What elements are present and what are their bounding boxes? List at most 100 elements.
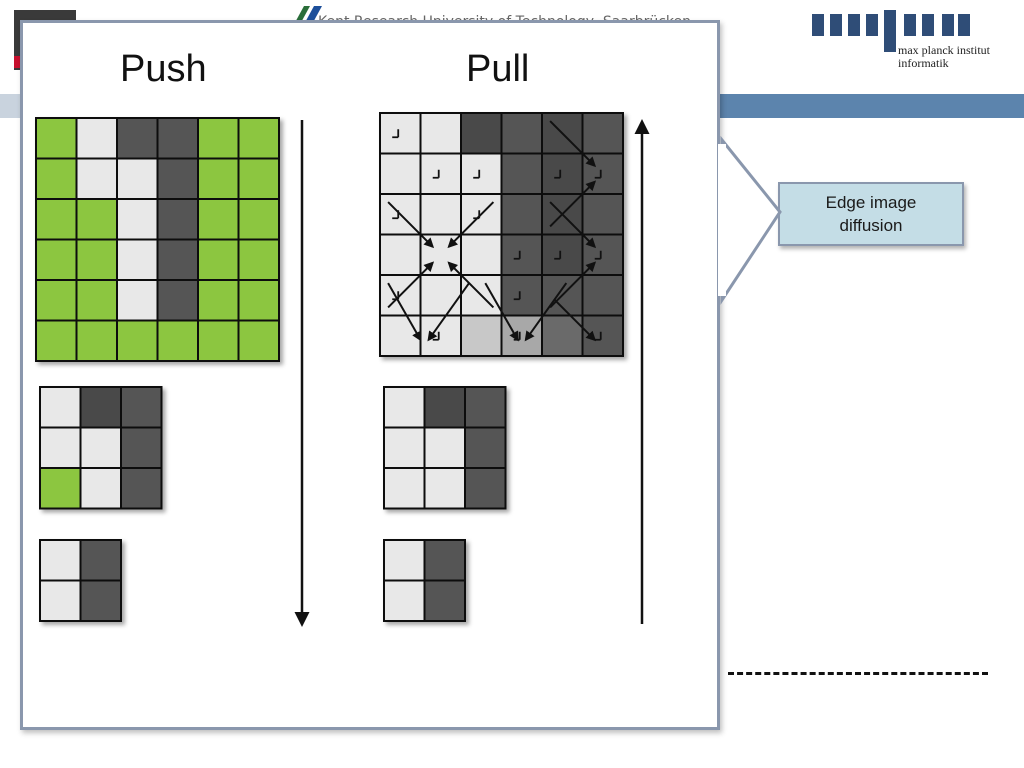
grid-cell bbox=[75, 279, 118, 322]
pull-level1-grid bbox=[383, 386, 507, 510]
grid-cell bbox=[75, 157, 118, 200]
edge-tick bbox=[594, 169, 602, 179]
grid-cell bbox=[460, 152, 503, 195]
diffusion-arrow bbox=[524, 282, 568, 342]
edge-tick bbox=[473, 169, 481, 179]
callout-pointer bbox=[720, 135, 782, 306]
grid-cell bbox=[120, 467, 163, 510]
push-level0-grid bbox=[35, 117, 280, 362]
grid-cell bbox=[379, 152, 422, 195]
grid-cell bbox=[460, 314, 503, 357]
grid-cell bbox=[120, 426, 163, 469]
header-text: Kent Research University of Technology, … bbox=[318, 14, 738, 24]
push-level1-grid bbox=[39, 386, 163, 510]
grid-cell bbox=[197, 117, 240, 160]
edge-tick bbox=[554, 169, 562, 179]
grid-cell bbox=[75, 238, 118, 281]
grid-cell bbox=[423, 426, 466, 469]
grid-cell bbox=[197, 279, 240, 322]
grid-cell bbox=[156, 157, 199, 200]
grid-cell bbox=[39, 386, 82, 429]
grid-cell bbox=[197, 319, 240, 362]
dashed-line bbox=[728, 672, 988, 675]
grid-cell bbox=[423, 467, 466, 510]
grid-cell bbox=[116, 117, 159, 160]
diffusion-arrow bbox=[447, 201, 495, 249]
edge-tick bbox=[513, 331, 521, 341]
grid-cell bbox=[541, 152, 584, 195]
edge-tick bbox=[594, 331, 602, 341]
grid-cell bbox=[79, 426, 122, 469]
grid-cell bbox=[75, 117, 118, 160]
diffusion-arrow bbox=[484, 282, 519, 342]
grid-cell bbox=[79, 386, 122, 429]
edge-tick bbox=[392, 291, 400, 301]
grid-cell bbox=[39, 467, 82, 510]
grid-cell bbox=[464, 426, 507, 469]
grid-cell bbox=[35, 198, 78, 241]
grid-cell bbox=[116, 198, 159, 241]
grid-cell bbox=[39, 539, 82, 582]
grid-cell bbox=[541, 233, 584, 276]
grid-cell bbox=[120, 386, 163, 429]
grid-cell bbox=[35, 279, 78, 322]
grid-cell bbox=[79, 467, 122, 510]
grid-cell bbox=[379, 233, 422, 276]
grid-cell bbox=[500, 112, 543, 155]
grid-cell bbox=[237, 238, 280, 281]
pull-level0-grid bbox=[379, 112, 624, 357]
grid-cell bbox=[464, 386, 507, 429]
grid-cell bbox=[116, 238, 159, 281]
grid-cell bbox=[197, 198, 240, 241]
grid-cell bbox=[197, 157, 240, 200]
grid-cell bbox=[419, 274, 462, 317]
grid-cell bbox=[419, 112, 462, 155]
grid-cell bbox=[39, 426, 82, 469]
diffusion-arrow bbox=[387, 282, 422, 342]
grid-cell bbox=[581, 112, 624, 155]
grid-cell bbox=[156, 117, 199, 160]
grid-cell bbox=[460, 112, 503, 155]
grid-cell bbox=[419, 193, 462, 236]
grid-cell bbox=[581, 314, 624, 357]
grid-cell bbox=[383, 386, 426, 429]
grid-cell bbox=[500, 233, 543, 276]
grid-cell bbox=[500, 152, 543, 195]
grid-cell bbox=[383, 426, 426, 469]
grid-cell bbox=[379, 112, 422, 155]
grid-cell bbox=[35, 157, 78, 200]
grid-cell bbox=[156, 238, 199, 281]
grid-cell bbox=[383, 579, 426, 622]
grid-cell bbox=[500, 274, 543, 317]
grid-cell bbox=[79, 579, 122, 622]
grid-cell bbox=[116, 157, 159, 200]
grid-cell bbox=[197, 238, 240, 281]
grid-cell bbox=[156, 279, 199, 322]
grid-cell bbox=[379, 314, 422, 357]
grid-cell bbox=[237, 198, 280, 241]
grid-cell bbox=[383, 467, 426, 510]
mpi-logo bbox=[812, 10, 970, 52]
edge-tick bbox=[432, 331, 440, 341]
grid-cell bbox=[423, 539, 466, 582]
diffusion-arrow bbox=[549, 201, 597, 249]
edge-tick bbox=[554, 250, 562, 260]
grid-cell bbox=[35, 117, 78, 160]
grid-cell bbox=[116, 279, 159, 322]
grid-cell bbox=[237, 279, 280, 322]
pull-level2-grid bbox=[383, 539, 466, 622]
edge-tick bbox=[432, 169, 440, 179]
edge-tick bbox=[392, 129, 400, 139]
grid-cell bbox=[237, 157, 280, 200]
diffusion-arrow bbox=[387, 201, 435, 249]
edge-tick bbox=[594, 250, 602, 260]
grid-cell bbox=[460, 233, 503, 276]
push-level2-grid bbox=[39, 539, 122, 622]
grid-cell bbox=[156, 319, 199, 362]
grid-cell bbox=[464, 467, 507, 510]
diffusion-arrow bbox=[447, 261, 495, 309]
pull-title: Pull bbox=[466, 48, 530, 90]
grid-cell bbox=[35, 238, 78, 281]
push-title: Push bbox=[120, 48, 207, 90]
